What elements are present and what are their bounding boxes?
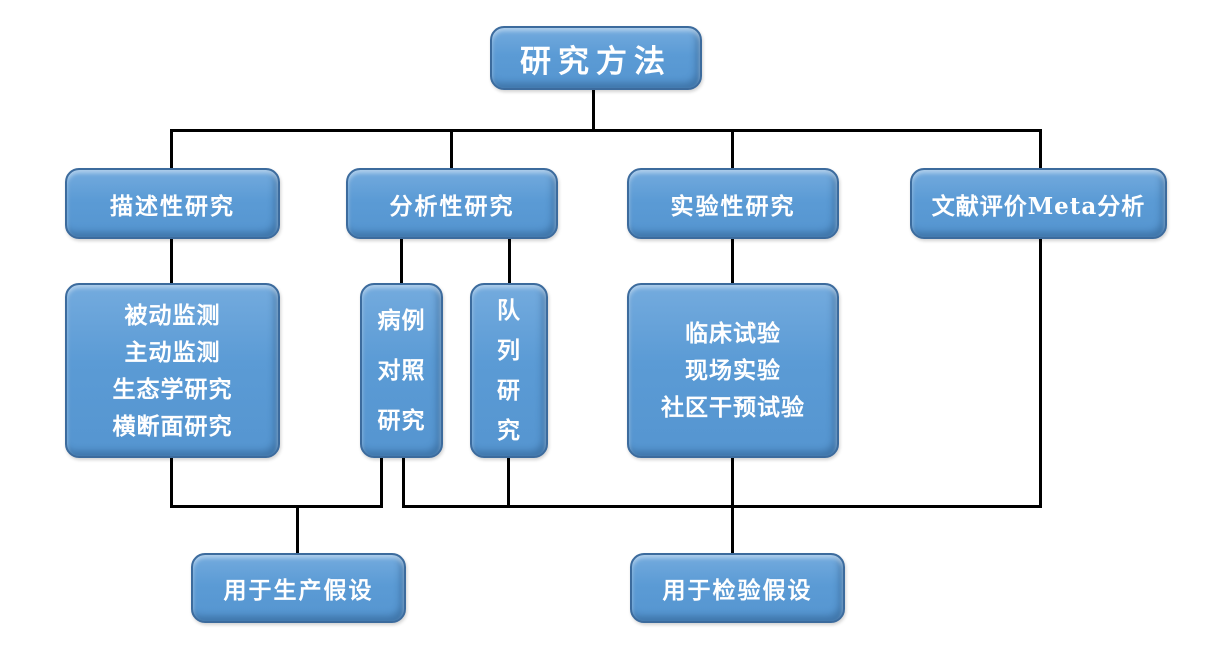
node-descriptive-methods: 被动监测 主动监测 生态学研究 横断面研究 (65, 283, 280, 458)
connector-generate-rail (170, 505, 383, 508)
connector-analytical-to-cohort (508, 238, 511, 285)
node-test-hypothesis-label: 用于检验假设 (662, 577, 813, 604)
connector-case-left-stub (380, 456, 383, 508)
connector-root-stub (592, 88, 595, 132)
node-line: 列 (497, 336, 521, 364)
node-generate-hypothesis: 用于生产假设 (191, 553, 406, 623)
node-line: 对照 (377, 356, 426, 384)
node-line: 队 (497, 296, 521, 324)
connector-case-right-stub (402, 456, 405, 508)
node-meta-analysis-label: 文献评价Meta分析 (931, 192, 1146, 220)
node-line: 临床试验 (685, 320, 781, 347)
connector-cohort-down (507, 456, 510, 508)
node-line: 究 (497, 416, 521, 444)
connector-descriptive-to-sub (170, 238, 173, 285)
node-research-methods-label: 研究方法 (520, 43, 672, 80)
node-line: 社区干预试验 (661, 394, 805, 421)
connector-drop-meta (1039, 130, 1042, 170)
connector-drop-descriptive (170, 130, 173, 170)
node-generate-hypothesis-label: 用于生产假设 (223, 577, 374, 604)
connector-meta-long-drop (1039, 238, 1042, 508)
node-research-methods: 研究方法 (490, 26, 702, 90)
node-line: 被动监测 (124, 301, 221, 329)
node-line: 病例 (377, 306, 426, 334)
node-descriptive-study-label: 描述性研究 (110, 192, 235, 220)
node-line: 研 (497, 376, 521, 404)
connector-experimental-to-sub (731, 238, 734, 285)
connector-analytical-to-case (400, 238, 403, 285)
node-analytical-study: 分析性研究 (346, 168, 558, 239)
node-line: 主动监测 (124, 338, 221, 366)
connector-generate-drop (296, 506, 299, 555)
connector-top-rail (170, 129, 1042, 132)
node-line: 研究 (377, 406, 426, 434)
connector-drop-analytical (450, 130, 453, 170)
node-line: 现场实验 (685, 357, 781, 384)
node-experimental-methods: 临床试验 现场实验 社区干预试验 (627, 283, 839, 458)
node-line: 横断面研究 (112, 412, 233, 440)
node-case-control-study: 病例 对照 研究 (360, 283, 443, 458)
node-descriptive-study: 描述性研究 (65, 168, 280, 239)
node-experimental-study-label: 实验性研究 (670, 192, 796, 220)
node-test-hypothesis: 用于检验假设 (630, 553, 845, 623)
node-analytical-study-label: 分析性研究 (389, 192, 515, 220)
connector-drop-experimental (731, 130, 734, 170)
node-meta-analysis: 文献评价Meta分析 (910, 168, 1167, 239)
node-experimental-study: 实验性研究 (627, 168, 839, 239)
connector-test-rail (402, 505, 1042, 508)
node-line: 生态学研究 (112, 375, 233, 403)
node-cohort-study: 队 列 研 究 (470, 283, 548, 458)
connector-descsub-down (170, 456, 173, 508)
